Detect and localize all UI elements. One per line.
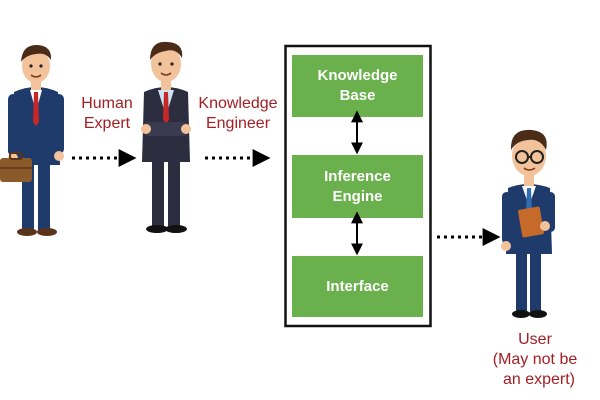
knowledge-base-label-line-1: Knowledge <box>317 67 398 84</box>
interface-box <box>292 256 423 317</box>
businessman-with-briefcase-icon <box>0 44 64 236</box>
knowledge-engineer-label-line-1: Knowledge <box>198 95 278 112</box>
inference-engine-label-line-2: Engine <box>332 187 383 205</box>
man-with-glasses-holding-book-icon <box>501 129 555 318</box>
human-expert-label-line-1: Human <box>81 95 133 112</box>
inference-engine-label: Inference Engine <box>292 155 423 218</box>
interface-label: Interface <box>292 256 423 317</box>
user-label: User (May not be an expert) <box>480 330 590 390</box>
knowledge-base-label: Knowledge Base <box>292 55 423 117</box>
knowledge-base-label-line-2: Base <box>339 87 376 104</box>
knowledge-engineer-label-line-2: Engineer <box>205 115 271 132</box>
interface-label-line-1: Interface <box>326 277 389 295</box>
human-expert-label: Human Expert <box>70 94 144 134</box>
businessman-arms-crossed-icon <box>141 41 191 233</box>
user-label-line-3: an expert) <box>502 371 576 388</box>
user-label-line-2: (May not be <box>492 351 578 368</box>
knowledge-engineer-label: Knowledge Engineer <box>192 94 284 134</box>
inference-engine-label-line-1: Inference <box>324 167 391 185</box>
user-label-line-1: User <box>518 331 552 348</box>
knowledge-base-box <box>292 55 423 117</box>
inference-engine-box <box>292 155 423 218</box>
human-expert-label-line-2: Expert <box>83 115 131 132</box>
